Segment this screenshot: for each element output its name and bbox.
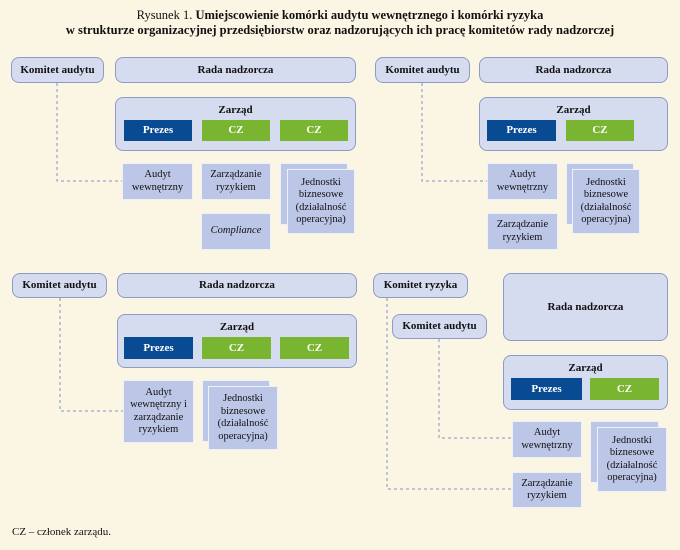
d3-cz-2: CZ: [280, 337, 349, 359]
d4-komitet-audyt-connector: [438, 339, 512, 439]
d3-prezes: Prezes: [124, 337, 193, 359]
d4-komitet-ryzyka: Komitet ryzyka: [373, 273, 468, 298]
d1-audyt-wewnetrzny: Audyt wewnętrzny: [122, 163, 193, 200]
d2-rada-nadzorcza: Rada nadzorcza: [479, 57, 668, 83]
d1-cz-1: CZ: [202, 120, 270, 141]
d2-cz-1: CZ: [566, 120, 634, 141]
d3-jednostki-biznesowe: Jednostki biznesowe (działalność operacy…: [208, 386, 278, 450]
d2-komitet-audytu: Komitet audytu: [375, 57, 470, 83]
figure-title-line2: w strukturze organizacyjnej przedsiębior…: [65, 23, 615, 37]
d1-komitet-audytu: Komitet audytu: [11, 57, 104, 83]
d4-zarzadzanie-ryzykiem: Zarządzanie ryzykiem: [512, 472, 582, 508]
d1-cz-2: CZ: [280, 120, 348, 141]
d2-jednostki-biznesowe: Jednostki biznesowe (działalność operacy…: [572, 169, 640, 234]
d4-rada-nadzorcza: Rada nadzorcza: [503, 273, 668, 341]
d3-cz-1: CZ: [202, 337, 271, 359]
d1-jednostki-biznesowe: Jednostki biznesowe (działalność operacy…: [287, 169, 355, 234]
d1-rada-nadzorcza: Rada nadzorcza: [115, 57, 356, 83]
d3-audyt-i-ryzyko: Audyt wewnętrzny i zarządzanie ryzykiem: [123, 380, 194, 443]
d1-komitet-audyt-connector: [56, 83, 122, 182]
d3-komitet-audytu: Komitet audytu: [12, 273, 107, 298]
d1-prezes: Prezes: [124, 120, 192, 141]
d3-komitet-audyt-connector: [59, 298, 123, 412]
d1-zarzadzanie-ryzykiem: Zarządzanie ryzykiem: [201, 163, 271, 200]
figure-title-line1: Umiejscowienie komórki audytu wewnętrzne…: [195, 8, 544, 22]
figure-title: Rysunek 1. Umiejscowienie komórki audytu…: [0, 8, 680, 38]
d2-prezes: Prezes: [487, 120, 556, 141]
d4-prezes: Prezes: [511, 378, 582, 400]
d2-audyt-wewnetrzny: Audyt wewnętrzny: [487, 163, 558, 200]
d2-zarzadzanie-ryzykiem: Zarządzanie ryzykiem: [487, 213, 558, 250]
d4-jednostki-biznesowe: Jednostki biznesowe (działalność operacy…: [597, 427, 667, 492]
d4-komitet-audytu: Komitet audytu: [392, 314, 487, 339]
d3-rada-nadzorcza: Rada nadzorcza: [117, 273, 357, 298]
d4-audyt-wewnetrzny: Audyt wewnętrzny: [512, 421, 582, 458]
footnote: CZ – członek zarządu.: [12, 526, 111, 538]
d4-cz-1: CZ: [590, 378, 659, 400]
d1-compliance: Compliance: [201, 213, 271, 250]
figure-title-prefix: Rysunek 1.: [136, 8, 196, 22]
d2-komitet-audyt-connector: [421, 83, 487, 182]
